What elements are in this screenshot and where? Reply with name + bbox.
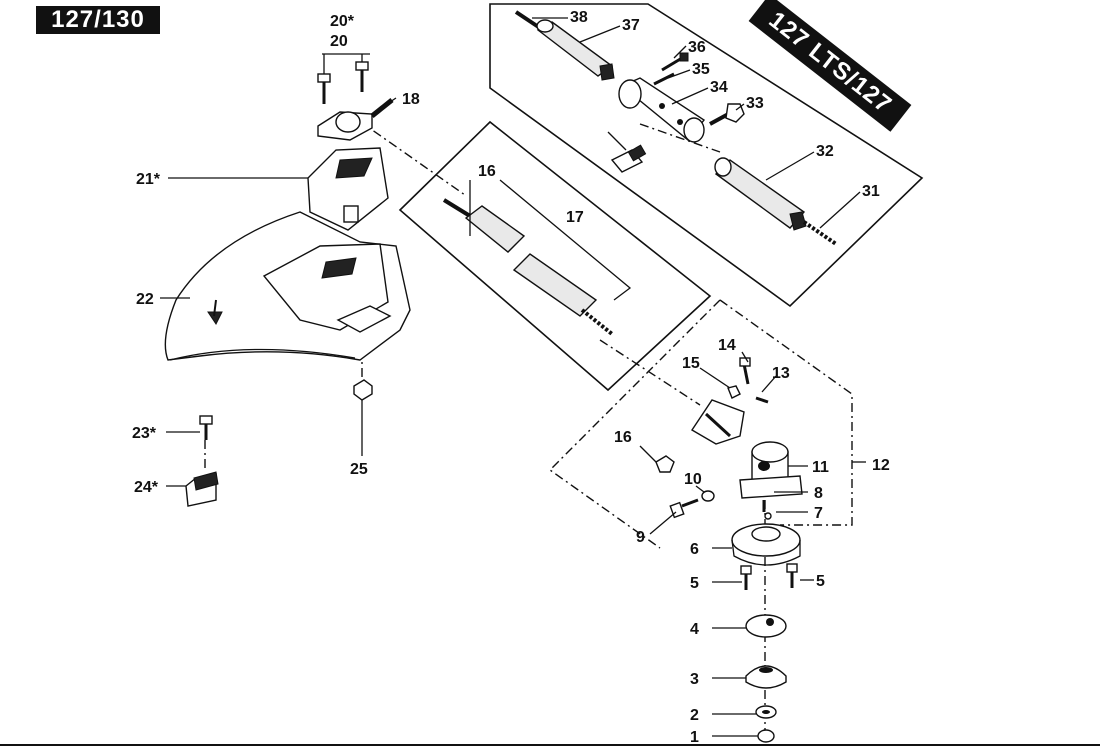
part-17-18-drive-shaft	[442, 198, 614, 336]
frame-gearhead-dashdot-left	[548, 299, 721, 549]
callout-1: 1	[690, 729, 699, 746]
callout-33: 34	[710, 79, 728, 96]
axis-shaft-to-gearhead	[599, 339, 701, 406]
callout-9: 9	[636, 529, 645, 546]
model-badge: 127/130	[36, 6, 160, 34]
callout-3: 3	[690, 671, 699, 688]
part-24-bracket	[185, 471, 219, 507]
part-32-bolt	[709, 103, 745, 126]
callout-32: 33	[746, 95, 764, 112]
callout-4: 4	[690, 621, 699, 638]
part-23-screw	[199, 415, 213, 440]
part-31-lower-shaft-sleeve	[714, 157, 807, 231]
callout-7: 7	[814, 505, 823, 522]
callout-19: 18	[402, 91, 420, 108]
callout-37: 38	[570, 9, 588, 26]
leader-lines	[160, 17, 866, 737]
frame-gearhead-dashdot	[719, 299, 853, 526]
part-36-upper-shaft-sleeve	[536, 19, 615, 81]
callout-11: 11	[812, 459, 829, 476]
callout-24-star: 24*	[134, 479, 159, 496]
callout-12: 12	[872, 457, 890, 474]
callout-30: 31	[862, 183, 880, 200]
part-1-nut	[757, 729, 775, 743]
callout-25: 25	[350, 461, 368, 478]
part-8-7-pins	[762, 500, 772, 520]
callout-16: 16	[614, 429, 632, 446]
part-3-cup	[745, 665, 787, 689]
callout-18: 17	[566, 209, 584, 226]
callout-5-left: 5	[690, 575, 699, 592]
part-35-screw	[661, 52, 689, 72]
callout-5-right: 5	[816, 573, 825, 590]
callout-20-star: 20*	[330, 13, 355, 30]
frame-variant-shafts	[489, 3, 924, 308]
part-22-lower-clamp-block	[262, 243, 392, 333]
callout-14: 14	[718, 337, 736, 354]
callout-15: 15	[682, 355, 700, 372]
callout-22: 22	[136, 291, 154, 308]
part-33-coupling	[618, 77, 706, 143]
callout-31: 32	[816, 143, 834, 160]
callout-6: 6	[690, 541, 699, 558]
part-6-flange	[731, 523, 801, 566]
part-30-shaft-end	[802, 220, 838, 246]
callout-34: 35	[692, 61, 710, 78]
part-34-screw	[653, 72, 675, 86]
callout-20: 20	[330, 33, 348, 50]
axis-clamp-to-shaft	[357, 119, 466, 196]
callout-2: 2	[690, 707, 699, 724]
callout-21-star: 21*	[136, 171, 161, 188]
part-37-shaft-tip	[514, 10, 542, 30]
part-gearhead-arm	[691, 399, 745, 445]
part-19-clamp	[317, 98, 394, 141]
frame-drive-shaft	[398, 120, 712, 392]
part-4-disc	[745, 614, 787, 638]
callout-10: 10	[684, 471, 702, 488]
callout-17: 16	[478, 163, 496, 180]
callout-36: 37	[622, 17, 640, 34]
callout-labels: 38 37 36 35 34 33 32 31 16 17 20* 20 18 …	[132, 9, 890, 746]
part-25-nut	[353, 379, 373, 401]
part-38-fitting	[610, 144, 647, 173]
part-5-screws	[740, 563, 798, 590]
part-10-washer	[701, 490, 715, 502]
callout-13: 13	[772, 365, 790, 382]
callout-23-star: 23*	[132, 425, 157, 442]
part-20-screws	[317, 61, 369, 104]
axis-coupling	[639, 123, 721, 153]
part-11-gearhead-body	[739, 441, 803, 499]
callout-35: 36	[688, 39, 706, 56]
callout-8: 8	[814, 485, 823, 502]
part-2-washer	[755, 705, 777, 719]
part-9-screw	[669, 498, 699, 519]
part-21-upper-clamp-block	[307, 147, 389, 231]
